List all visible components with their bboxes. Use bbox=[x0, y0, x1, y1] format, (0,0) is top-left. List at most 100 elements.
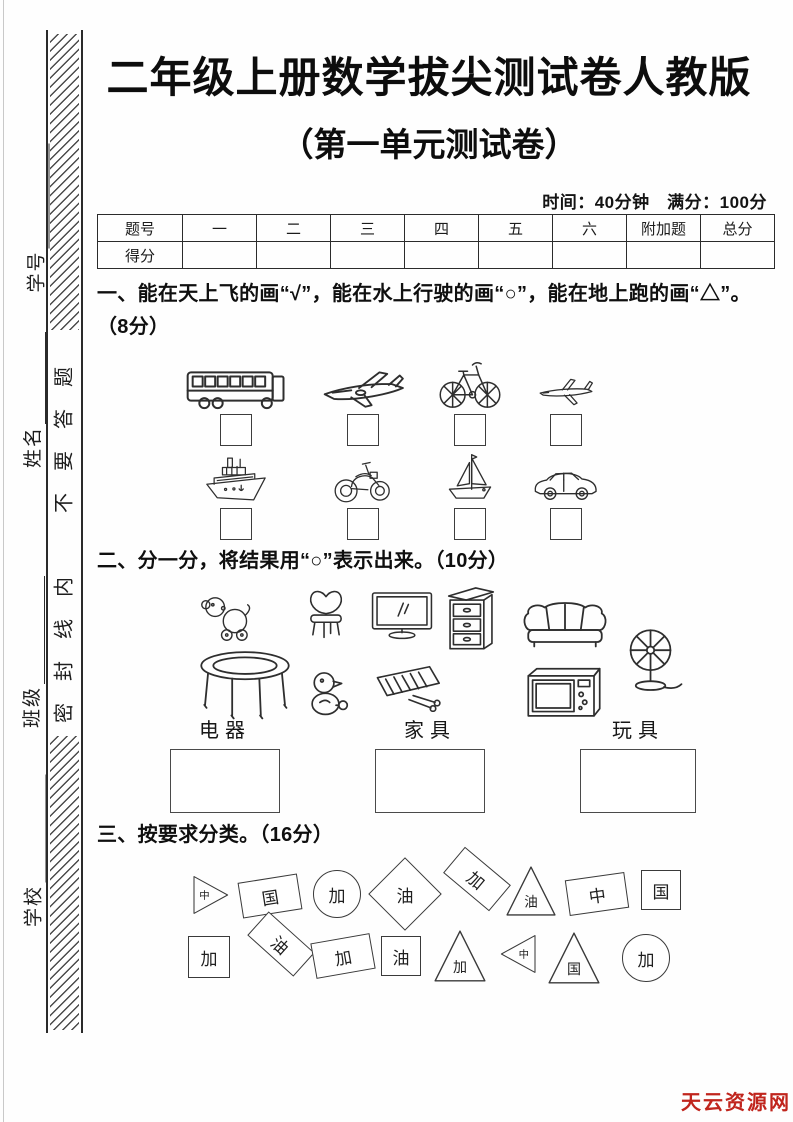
cabinet-icon bbox=[447, 587, 495, 650]
score-table-header-cell: 六 bbox=[552, 214, 627, 242]
score-table-header-cell: 三 bbox=[330, 214, 405, 242]
score-table-header-cell: 四 bbox=[404, 214, 479, 242]
answer-box[interactable] bbox=[346, 414, 379, 446]
seal-field-2: 姓名 bbox=[22, 325, 46, 475]
triangle-left-outline: 中 bbox=[500, 935, 536, 973]
answer-box[interactable] bbox=[453, 508, 486, 540]
score-table-header-cell: 附加题 bbox=[626, 214, 701, 242]
q1-item bbox=[412, 352, 527, 446]
shape-label: 加 bbox=[333, 947, 354, 969]
category-answer-box[interactable] bbox=[170, 749, 280, 813]
shape-label: 加 bbox=[328, 886, 346, 906]
shape-square: 加 bbox=[188, 936, 230, 978]
shape-label: 中 bbox=[587, 885, 608, 907]
shape-square: 油 bbox=[381, 936, 421, 976]
shape-circle: 加 bbox=[313, 870, 361, 918]
q2-item bbox=[200, 592, 264, 642]
answer-box[interactable] bbox=[453, 414, 486, 446]
q1-item bbox=[508, 446, 623, 540]
score-cell[interactable] bbox=[626, 241, 701, 269]
q2-category: 电器 bbox=[170, 714, 280, 813]
score-table-header-cell: 五 bbox=[478, 214, 553, 242]
category-answer-box[interactable] bbox=[580, 749, 696, 813]
score-cell[interactable] bbox=[256, 241, 331, 269]
shape-label: 国 bbox=[652, 882, 670, 902]
score-cell[interactable] bbox=[552, 241, 627, 269]
q2-item bbox=[303, 586, 349, 648]
score-row-label: 得分 bbox=[97, 241, 183, 269]
shape-label: 中 bbox=[519, 948, 529, 961]
triangle-right-outline: 中 bbox=[193, 876, 229, 914]
seal-field-label: 学校 bbox=[23, 885, 44, 928]
shape-label: 加 bbox=[637, 950, 655, 970]
seal-field-3: 班级 bbox=[21, 572, 45, 732]
seal-field-blank[interactable] bbox=[29, 332, 46, 424]
steamship-icon bbox=[205, 457, 266, 501]
q1-item-picture bbox=[320, 352, 406, 410]
question-3-text: 三、按要求分类。（16分） bbox=[97, 824, 334, 846]
shape-triangle-up: 加 bbox=[433, 928, 487, 984]
jet-plane-icon bbox=[539, 378, 593, 406]
seal-warning-text: 密封线内 不要答题 bbox=[53, 345, 76, 723]
seal-field-4: 学校 bbox=[22, 769, 46, 934]
seal-field-label: 学号 bbox=[26, 250, 47, 293]
category-label: 玩具 bbox=[612, 720, 664, 742]
q2-item bbox=[303, 668, 355, 720]
q1-item-picture bbox=[532, 446, 600, 504]
triangle-up-outline: 加 bbox=[434, 930, 486, 982]
seal-field-blank[interactable] bbox=[28, 576, 45, 684]
shape-label: 国 bbox=[567, 962, 581, 978]
toy-duck-icon bbox=[311, 672, 349, 716]
score-table-header-cell: 总分 bbox=[700, 214, 775, 242]
q1-item-picture bbox=[438, 352, 501, 410]
shape-triangle-up: 国 bbox=[547, 930, 601, 986]
category-label: 家具 bbox=[404, 720, 456, 742]
page-subtitle: （第一单元测试卷） bbox=[280, 126, 578, 163]
score-cell[interactable] bbox=[330, 241, 405, 269]
shape-rect: 油 bbox=[247, 911, 315, 977]
seal-field-label: 姓名 bbox=[23, 426, 44, 469]
score-cell[interactable] bbox=[478, 241, 553, 269]
bicycle-icon bbox=[438, 362, 501, 408]
q2-item bbox=[196, 646, 294, 720]
q1-item bbox=[178, 446, 293, 540]
fan-icon bbox=[629, 629, 683, 691]
q2-item bbox=[621, 624, 683, 700]
seal-field-label: 班级 bbox=[22, 686, 43, 729]
shape-label: 油 bbox=[266, 932, 293, 959]
answer-box[interactable] bbox=[219, 508, 252, 540]
score-cell[interactable] bbox=[700, 241, 775, 269]
q1-item-picture bbox=[445, 446, 495, 504]
motorcycle-icon bbox=[334, 461, 390, 503]
shape-label: 加 bbox=[453, 960, 467, 976]
scan-edge-line bbox=[3, 0, 4, 1122]
shape-triangle-up: 油 bbox=[505, 864, 557, 918]
shape-rect: 加 bbox=[443, 846, 511, 912]
seal-hatching-top bbox=[50, 34, 79, 330]
answer-box[interactable] bbox=[346, 508, 379, 540]
score-table-header-cell: 一 bbox=[182, 214, 257, 242]
q1-item bbox=[178, 352, 293, 446]
q2-item bbox=[374, 664, 444, 712]
answer-box[interactable] bbox=[219, 414, 252, 446]
shape-label: 国 bbox=[260, 887, 281, 909]
watermark-text: 天云资源网 bbox=[681, 1092, 791, 1114]
answer-box[interactable] bbox=[549, 414, 582, 446]
q1-item bbox=[305, 446, 420, 540]
shape-triangle-left: 中 bbox=[499, 926, 539, 982]
category-answer-box[interactable] bbox=[375, 749, 485, 813]
shape-diamond: 油 bbox=[368, 857, 442, 931]
q1-item bbox=[508, 352, 623, 446]
shape-circle: 加 bbox=[622, 934, 670, 982]
answer-box[interactable] bbox=[549, 508, 582, 540]
score-cell[interactable] bbox=[182, 241, 257, 269]
seal-border-right bbox=[81, 30, 83, 1033]
seal-field-blank[interactable] bbox=[29, 775, 46, 883]
bus-icon bbox=[186, 371, 285, 410]
score-cell[interactable] bbox=[404, 241, 479, 269]
table-icon bbox=[200, 651, 290, 720]
time-score-info: 时间：40分钟 满分：100分 bbox=[542, 193, 767, 212]
category-label: 电器 bbox=[199, 720, 251, 742]
seal-field-blank[interactable] bbox=[32, 143, 49, 249]
q2-category: 家具 bbox=[375, 714, 485, 813]
